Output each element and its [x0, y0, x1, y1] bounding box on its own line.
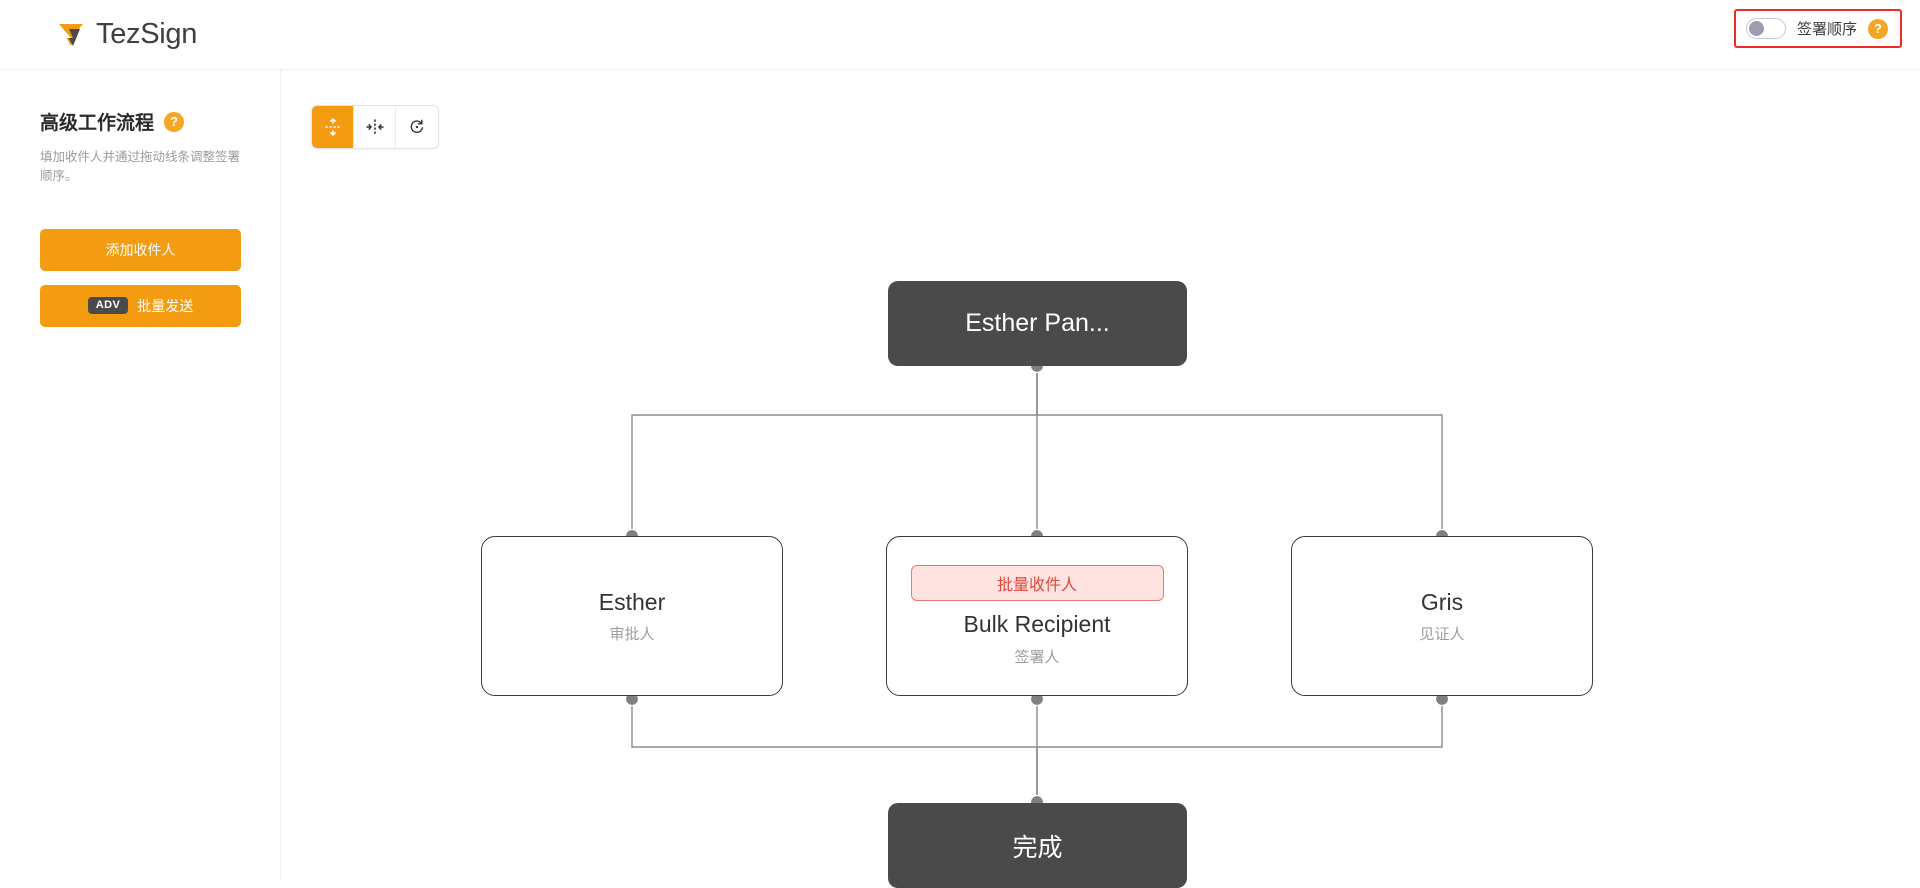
page-title: 高级工作流程 — [40, 113, 155, 134]
sidebar-description: 填加收件人并通过拖动线条调整签署顺序。 — [40, 150, 241, 184]
question-mark-icon[interactable]: ? — [164, 111, 185, 132]
end-node-label: 完成 — [1012, 833, 1063, 862]
question-mark-icon[interactable]: ? — [1868, 18, 1888, 39]
recipient-role: 见证人 — [1419, 626, 1465, 644]
bulk-send-button[interactable]: ADV 批量发送 — [40, 284, 241, 327]
flow-edges — [624, 358, 1450, 810]
flow-graph[interactable]: Esther Pan... Esther 审批人 批量收件人 Bulk Reci… — [282, 70, 1920, 888]
horizontal-layout-button[interactable] — [354, 106, 396, 148]
workflow-canvas[interactable]: Esther Pan... Esther 审批人 批量收件人 Bulk Reci… — [282, 70, 1920, 888]
flow-node-end[interactable]: 完成 — [888, 803, 1187, 888]
brand-name: TezSign — [96, 18, 198, 50]
signing-order-toggle[interactable] — [1745, 18, 1786, 39]
top-bar: TezSign 签署顺序 ? — [0, 0, 1920, 70]
start-node-label: Esther Pan... — [965, 309, 1110, 337]
tezsign-logo-icon — [56, 20, 86, 50]
recipient-name: Esther — [598, 588, 666, 615]
recipient-role: 审批人 — [609, 626, 655, 644]
flow-node-recipient-bulk[interactable]: 批量收件人 Bulk Recipient 签署人 — [886, 536, 1188, 696]
toggle-knob — [1748, 21, 1764, 36]
adv-badge: ADV — [87, 297, 129, 315]
brand: TezSign — [56, 20, 197, 50]
vertical-layout-button[interactable] — [312, 106, 354, 148]
recipient-role: 签署人 — [1014, 648, 1060, 666]
recipient-name: Gris — [1420, 588, 1464, 615]
flow-node-start[interactable]: Esther Pan... — [888, 281, 1187, 366]
vertical-align-icon — [323, 117, 343, 137]
sidebar: 高级工作流程 ? 填加收件人并通过拖动线条调整签署顺序。 添加收件人 ADV 批… — [0, 70, 281, 880]
add-recipient-button[interactable]: 添加收件人 — [40, 228, 241, 271]
reset-view-button[interactable] — [396, 106, 438, 148]
horizontal-align-icon — [365, 117, 385, 137]
recipient-name: Bulk Recipient — [963, 611, 1111, 638]
signing-order-control: 签署顺序 ? — [1733, 9, 1902, 48]
canvas-toolbar — [311, 105, 439, 149]
flow-node-recipient-esther[interactable]: Esther 审批人 — [481, 536, 783, 696]
flow-node-recipient-gris[interactable]: Gris 见证人 — [1291, 536, 1593, 696]
bulk-recipient-badge: 批量收件人 — [910, 565, 1164, 602]
bulk-send-label: 批量发送 — [137, 297, 194, 314]
signing-order-label: 签署顺序 — [1796, 21, 1857, 38]
reset-rotate-icon — [407, 117, 427, 137]
add-recipient-label: 添加收件人 — [105, 241, 176, 258]
sidebar-header: 高级工作流程 ? — [40, 108, 240, 135]
